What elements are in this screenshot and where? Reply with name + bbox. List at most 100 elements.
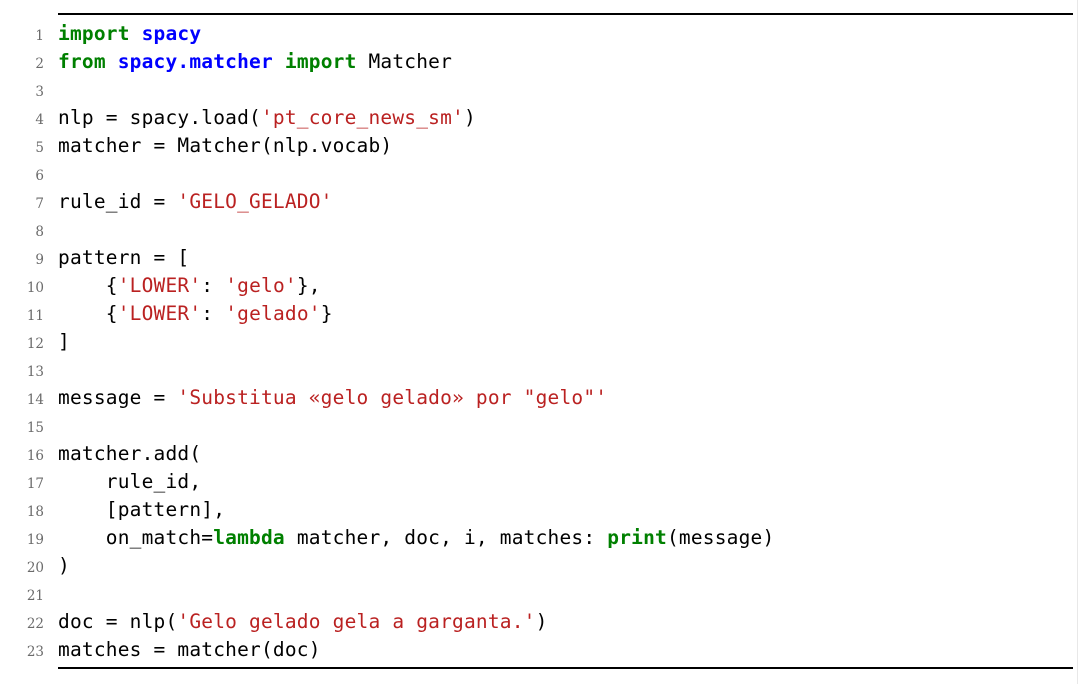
line-number: 9 xyxy=(35,252,44,268)
code-token-plain xyxy=(130,22,142,45)
code-line: 17 rule_id, xyxy=(0,468,1078,496)
code-token-plain: { xyxy=(58,274,118,297)
code-token-str: 'Substitua «gelo gelado» por "gelo"' xyxy=(177,386,608,409)
code-token-plain: ] xyxy=(58,330,70,353)
code-token-plain: { xyxy=(58,302,118,325)
code-line-source[interactable]: doc = nlp('Gelo gelado gela a garganta.'… xyxy=(58,608,548,636)
code-line-source[interactable]: nlp = spacy.load('pt_core_news_sm') xyxy=(58,104,476,132)
code-line-source[interactable]: rule_id = 'GELO_GELADO' xyxy=(58,188,333,216)
code-token-plain: : xyxy=(201,274,226,297)
code-token-plain: message = xyxy=(58,386,178,409)
code-token-plain: matcher = Matcher(nlp.vocab) xyxy=(58,134,393,157)
line-number: 20 xyxy=(26,560,44,576)
code-line-source[interactable]: from spacy.matcher import Matcher xyxy=(58,48,452,76)
code-line: 9 pattern = [ xyxy=(0,244,1078,272)
line-number: 14 xyxy=(26,392,44,408)
code-line: 1 import spacy xyxy=(0,20,1078,48)
code-line: 19 on_match=lambda matcher, doc, i, matc… xyxy=(0,524,1078,552)
code-line-source[interactable]: matcher.add( xyxy=(58,440,201,468)
line-number: 7 xyxy=(35,196,44,212)
code-token-plain: matches = matcher(doc) xyxy=(58,638,321,661)
code-line: 3 xyxy=(0,76,1078,104)
code-token-kw: from xyxy=(58,50,106,73)
code-line: 10 {'LOWER': 'gelo'}, xyxy=(0,272,1078,300)
code-token-kw: lambda xyxy=(213,526,285,549)
code-token-str: 'pt_core_news_sm' xyxy=(260,106,464,129)
code-line: 14 message = 'Substitua «gelo gelado» por… xyxy=(0,384,1078,412)
code-token-mod: spacy xyxy=(141,22,202,45)
line-number: 4 xyxy=(35,112,44,128)
code-line: 4 nlp = spacy.load('pt_core_news_sm') xyxy=(0,104,1078,132)
code-line: 11 {'LOWER': 'gelado'} xyxy=(0,300,1078,328)
code-line: 2 from spacy.matcher import Matcher xyxy=(0,48,1078,76)
code-token-plain xyxy=(273,50,285,73)
code-token-plain: rule_id, xyxy=(58,470,202,493)
code-lines-container: 1 import spacy 2 from spacy.matcher import … xyxy=(0,20,1078,664)
code-token-plain: doc = nlp( xyxy=(58,610,178,633)
code-token-plain: }, xyxy=(296,274,321,297)
code-line-source[interactable]: matcher = Matcher(nlp.vocab) xyxy=(58,132,392,160)
code-token-plain: ) xyxy=(463,106,476,129)
line-number: 6 xyxy=(35,168,44,184)
line-number: 13 xyxy=(26,364,44,380)
line-number: 15 xyxy=(26,420,44,436)
code-line: 16 matcher.add( xyxy=(0,440,1078,468)
line-number: 17 xyxy=(26,476,44,492)
code-line: 12] xyxy=(0,328,1078,356)
code-token-plain: } xyxy=(320,302,333,325)
code-line-source[interactable]: [pattern], xyxy=(58,496,225,524)
code-line-source[interactable]: rule_id, xyxy=(58,468,201,496)
line-number: 5 xyxy=(35,140,44,156)
code-line-source[interactable]: {'LOWER': 'gelado'} xyxy=(58,300,333,328)
listing-bottom-rule xyxy=(58,667,1073,669)
code-token-plain: pattern = [ xyxy=(58,246,190,269)
line-number: 11 xyxy=(26,308,44,324)
code-token-kw: import xyxy=(58,22,130,45)
line-number: 21 xyxy=(26,588,44,604)
code-line-source[interactable]: matches = matcher(doc) xyxy=(58,636,321,664)
code-line-source[interactable]: ] xyxy=(58,328,70,356)
code-token-kw: import xyxy=(284,50,357,73)
line-number: 2 xyxy=(35,56,44,72)
code-token-plain: ) xyxy=(535,610,548,633)
code-token-kw: print xyxy=(607,526,667,549)
code-token-plain xyxy=(106,50,118,73)
code-line: 21 xyxy=(0,580,1078,608)
code-line-source[interactable]: import spacy xyxy=(58,20,201,48)
code-token-plain: matcher, doc, i, matches: xyxy=(284,526,608,549)
code-line: 8 xyxy=(0,216,1078,244)
code-line: 23 matches = matcher(doc) xyxy=(0,636,1078,664)
code-line: 20) xyxy=(0,552,1078,580)
line-number: 16 xyxy=(26,448,44,464)
code-line: 6 xyxy=(0,160,1078,188)
line-number: 8 xyxy=(35,224,44,240)
code-line-source[interactable]: ) xyxy=(58,552,70,580)
code-token-plain: ) xyxy=(58,554,70,577)
code-line: 18 [pattern], xyxy=(0,496,1078,524)
code-line-source[interactable]: {'LOWER': 'gelo'}, xyxy=(58,272,321,300)
code-token-plain: on_match= xyxy=(58,526,214,549)
code-token-str: 'LOWER' xyxy=(117,274,202,297)
code-token-str: 'gelo' xyxy=(225,274,297,297)
code-token-plain: rule_id = xyxy=(58,190,178,213)
code-line: 22 doc = nlp('Gelo gelado gela a garganta… xyxy=(0,608,1078,636)
line-number: 23 xyxy=(26,644,44,660)
code-line-source[interactable]: pattern = [ xyxy=(58,244,189,272)
code-token-str: 'LOWER' xyxy=(117,302,202,325)
code-token-plain: : xyxy=(201,302,226,325)
code-line: 5 matcher = Matcher(nlp.vocab) xyxy=(0,132,1078,160)
code-line-source[interactable]: on_match=lambda matcher, doc, i, matches… xyxy=(58,524,774,552)
code-token-str: 'gelado' xyxy=(225,302,321,325)
code-line: 7 rule_id = 'GELO_GELADO' xyxy=(0,188,1078,216)
line-number: 1 xyxy=(35,28,44,44)
code-token-plain: Matcher xyxy=(356,50,453,73)
code-token-str: 'GELO_GELADO' xyxy=(177,190,333,213)
line-number: 18 xyxy=(26,504,44,520)
code-line-source[interactable]: message = 'Substitua «gelo gelado» por "… xyxy=(58,384,607,412)
code-token-mod: spacy.matcher xyxy=(117,50,273,73)
code-token-str: 'Gelo gelado gela a garganta.' xyxy=(177,610,536,633)
line-number: 22 xyxy=(26,616,44,632)
line-number: 12 xyxy=(26,336,44,352)
line-number: 10 xyxy=(26,280,44,296)
